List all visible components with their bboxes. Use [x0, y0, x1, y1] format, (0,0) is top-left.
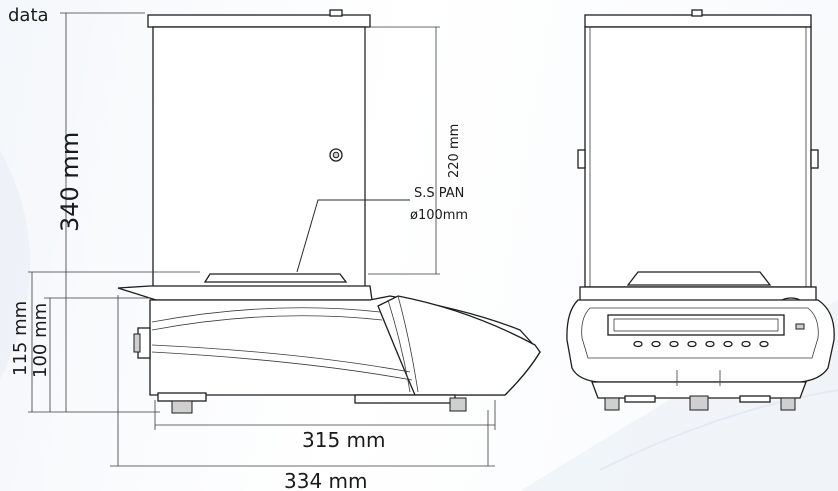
dim-chamber-height: 220 mm — [447, 124, 462, 178]
corner-text: data — [8, 5, 49, 26]
side-top-cap — [147, 14, 371, 28]
front-base — [566, 299, 835, 383]
front-button-3 — [669, 340, 679, 348]
front-button-2 — [651, 340, 661, 348]
front-button-8 — [759, 340, 769, 348]
side-foot-right — [449, 397, 467, 412]
dimension-lines — [28, 12, 496, 467]
pan-label-line1: S.S PAN — [414, 186, 464, 201]
front-view — [566, 9, 835, 411]
front-button-7 — [741, 340, 751, 348]
front-top-cap — [584, 14, 812, 28]
front-button-1 — [633, 340, 643, 348]
front-pan — [626, 271, 772, 286]
front-foot-left — [604, 397, 620, 411]
front-foot-right — [780, 397, 796, 411]
pan-leader-line — [296, 199, 410, 273]
front-chamber — [584, 26, 812, 288]
front-foot-center — [689, 395, 709, 411]
dim-height-115: 115 mm — [10, 301, 31, 376]
front-display — [607, 314, 785, 336]
dim-depth-334: 334 mm — [284, 469, 368, 491]
dim-height-100: 100 mm — [30, 303, 51, 378]
side-view — [117, 9, 541, 414]
front-button-4 — [687, 340, 697, 348]
front-button-5 — [705, 340, 715, 348]
side-foot-left — [171, 400, 193, 414]
front-button-6 — [723, 340, 733, 348]
front-buttons — [633, 340, 769, 348]
dim-depth-315: 315 mm — [302, 428, 386, 452]
pan-label-line2: ø100mm — [410, 208, 468, 223]
dim-height-total: 340 mm — [56, 132, 84, 232]
side-pan — [203, 273, 348, 283]
